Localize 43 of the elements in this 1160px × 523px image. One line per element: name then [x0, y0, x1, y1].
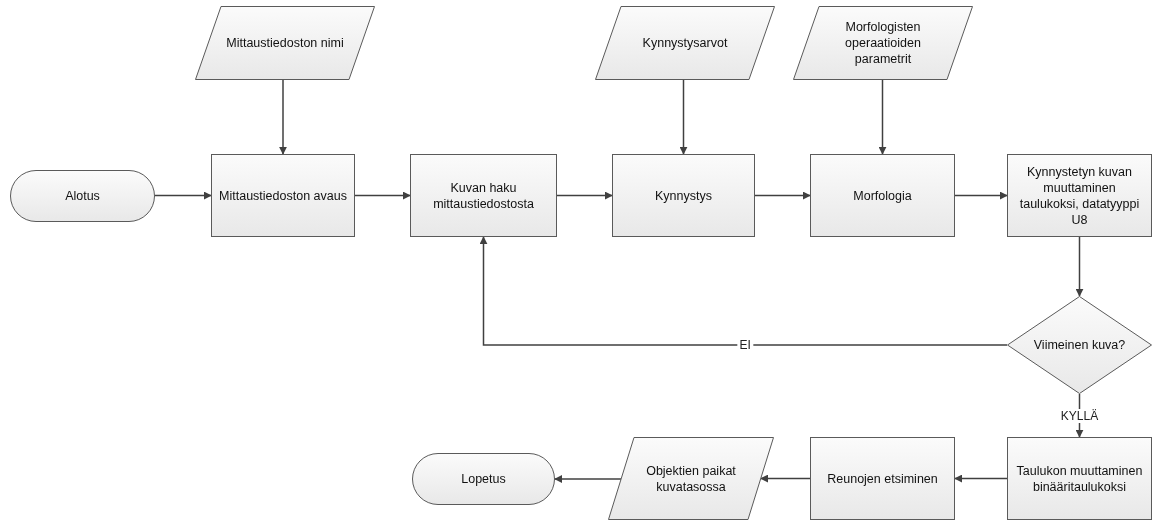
node-label: Morfologia	[853, 187, 912, 204]
edge-label: KYLLÄ	[1058, 408, 1101, 423]
node-label: Kynnystysarvot	[642, 35, 728, 51]
arrow	[878, 79, 887, 155]
arrow	[154, 191, 212, 200]
arrow	[279, 79, 287, 155]
edge-label: EI	[737, 338, 753, 352]
node-label: Mittaustiedoston nimi	[226, 35, 344, 51]
process-box	[810, 437, 955, 520]
node-label: Objektien paikat kuvatasossa	[645, 462, 737, 495]
node-label: Viimeinen kuva?	[1033, 337, 1126, 353]
arrow	[354, 191, 411, 200]
terminator-shape	[412, 453, 555, 505]
node-label: Mittaustiedoston avaus	[219, 187, 347, 204]
arrow	[1075, 236, 1084, 297]
arrow	[679, 79, 688, 155]
node-label: Reunojen etsiminen	[827, 470, 938, 487]
arrow	[954, 474, 1008, 483]
node-label: Kynnystetyn kuvan muuttaminen taulukoksi, datatyyppi U8	[1018, 163, 1141, 228]
node-label: Kuvan haku mittaustiedostosta	[432, 179, 535, 212]
process-box	[810, 154, 955, 237]
process-box	[211, 154, 355, 237]
arrow	[760, 474, 811, 483]
process-box	[1007, 437, 1152, 520]
node-label: Morfologisten operaatioiden parametrit	[844, 19, 922, 67]
process-box	[1007, 154, 1152, 237]
node-label: Alotus	[65, 188, 100, 204]
arrow	[754, 191, 811, 200]
data-parallelogram	[608, 437, 774, 520]
arrow	[479, 236, 1008, 346]
node-label: Lopetus	[461, 471, 506, 487]
arrow	[954, 191, 1008, 200]
process-box	[612, 154, 755, 237]
data-parallelogram	[595, 6, 775, 80]
arrow	[556, 191, 613, 200]
data-parallelogram	[195, 6, 375, 80]
node-label: Kynnystys	[655, 187, 712, 204]
data-parallelogram	[793, 6, 973, 80]
process-box	[410, 154, 557, 237]
terminator-shape	[10, 170, 155, 222]
arrow	[554, 475, 622, 483]
node-label: Taulukon muuttaminen binääritaulukoksi	[1015, 462, 1144, 495]
decision-diamond	[1007, 296, 1152, 394]
